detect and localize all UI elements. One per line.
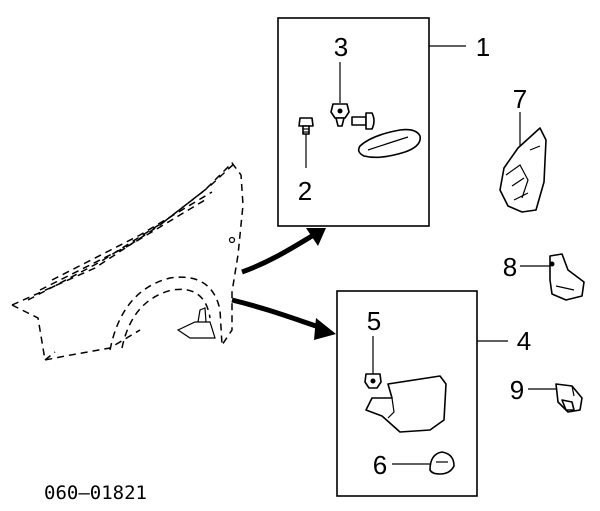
group-box-4 bbox=[336, 290, 478, 497]
callout-6: 6 bbox=[373, 450, 387, 480]
fender-illustration bbox=[11, 161, 244, 361]
callout-5: 5 bbox=[367, 306, 381, 336]
mud-guard-part-7 bbox=[499, 112, 547, 213]
arrow-head-lower bbox=[314, 318, 336, 340]
callout-2: 2 bbox=[298, 176, 312, 206]
part-number-label: 060–01821 bbox=[44, 482, 147, 504]
grommet-part-6 bbox=[392, 451, 455, 475]
mud-guard-part-8 bbox=[520, 253, 585, 301]
bracket-part-9 bbox=[528, 383, 583, 413]
arrow-head-upper bbox=[306, 228, 326, 246]
callout-4: 4 bbox=[517, 326, 531, 356]
callout-8: 8 bbox=[503, 252, 517, 282]
pointer-arrows bbox=[231, 228, 336, 340]
callout-7: 7 bbox=[513, 84, 527, 114]
garnish-part bbox=[357, 128, 422, 159]
pin-part bbox=[351, 112, 375, 130]
callout-1: 1 bbox=[476, 32, 490, 62]
clip-part-3 bbox=[330, 62, 350, 127]
group-box-1 bbox=[277, 17, 430, 227]
callout-3: 3 bbox=[334, 32, 348, 62]
callout-9: 9 bbox=[510, 375, 524, 405]
clip-part-5 bbox=[364, 336, 382, 389]
splash-guard-part bbox=[365, 375, 447, 433]
screw-part-2 bbox=[298, 117, 314, 168]
